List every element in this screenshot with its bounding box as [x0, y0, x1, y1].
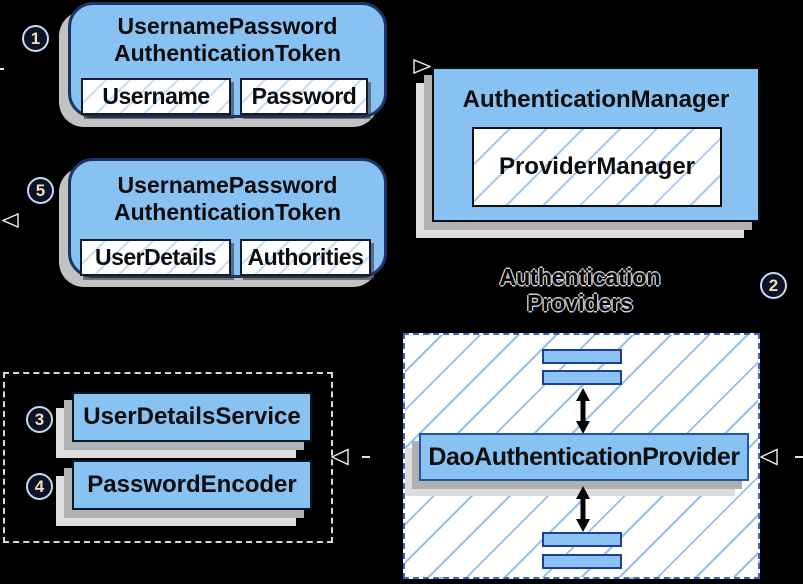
authorities-label: Authorities: [247, 244, 364, 270]
dao-authentication-provider-label: DaoAuthenticationProvider: [428, 442, 740, 471]
step-2-number: 2: [768, 275, 779, 295]
dao-authentication-provider-box: DaoAuthenticationProvider: [419, 433, 749, 481]
authentication-manager-box: AuthenticationManager ProviderManager: [432, 67, 760, 222]
provider-stack-rect: [542, 349, 622, 364]
token-request-title: UsernamePassword AuthenticationToken: [71, 5, 384, 67]
services-region: UserDetailsService PasswordEncoder: [3, 372, 333, 543]
provider-manager-label: ProviderManager: [498, 153, 696, 180]
step-1-number: 1: [30, 28, 41, 48]
authentication-manager-title: AuthenticationManager: [462, 86, 730, 113]
user-details-label: UserDetails: [94, 244, 217, 270]
token-request-title-line2: AuthenticationToken: [113, 40, 341, 66]
token-authenticated-title-line1: UsernamePassword: [117, 172, 338, 198]
step-1-badge: 1: [22, 25, 49, 52]
open-arrowhead-left-icon: [331, 448, 349, 466]
authentication-providers-heading-line2: Providers: [526, 290, 634, 316]
open-arrowhead-left-icon: [760, 448, 778, 466]
user-details-field-box: UserDetails: [80, 239, 231, 276]
provider-stack-rect: [542, 532, 622, 547]
provider-stack-rect: [542, 554, 622, 569]
authentication-providers-region: DaoAuthenticationProvider: [403, 333, 760, 579]
step-4-badge: 4: [26, 473, 53, 500]
provider-manager-box: ProviderManager: [472, 127, 722, 207]
connector-dash: [795, 456, 803, 458]
step-3-number: 3: [34, 409, 45, 429]
username-password-token-authenticated-box: UsernamePassword AuthenticationToken Use…: [68, 158, 387, 278]
open-arrowhead-right-icon: [413, 59, 431, 74]
double-arrow-icon: [576, 388, 590, 434]
connector-dash: [362, 456, 370, 458]
authentication-providers-heading-line1: Authentication: [499, 264, 661, 290]
step-2-badge: 2: [760, 272, 787, 299]
password-field-box: Password: [240, 78, 368, 115]
user-details-service-box: UserDetailsService: [72, 392, 312, 442]
open-arrowhead-left-icon: [2, 213, 19, 228]
step-5-badge: 5: [27, 177, 54, 204]
password-encoder-label: PasswordEncoder: [87, 471, 297, 498]
token-request-title-line1: UsernamePassword: [117, 13, 338, 39]
connector-dash: [0, 68, 4, 70]
step-5-number: 5: [35, 180, 46, 200]
token-authenticated-title-line2: AuthenticationToken: [113, 199, 341, 225]
provider-stack-rect: [542, 370, 622, 385]
authorities-field-box: Authorities: [240, 239, 371, 276]
authentication-providers-heading: Authentication Providers: [455, 264, 705, 316]
token-authenticated-title: UsernamePassword AuthenticationToken: [71, 161, 384, 226]
username-password-token-request-box: UsernamePassword AuthenticationToken Use…: [68, 2, 387, 118]
double-arrow-icon: [576, 486, 590, 532]
step-4-number: 4: [34, 476, 45, 496]
username-label: Username: [102, 83, 210, 109]
step-3-badge: 3: [26, 406, 53, 433]
user-details-service-label: UserDetailsService: [83, 403, 301, 430]
password-encoder-box: PasswordEncoder: [72, 460, 312, 510]
password-label: Password: [251, 83, 357, 109]
username-field-box: Username: [81, 78, 231, 115]
